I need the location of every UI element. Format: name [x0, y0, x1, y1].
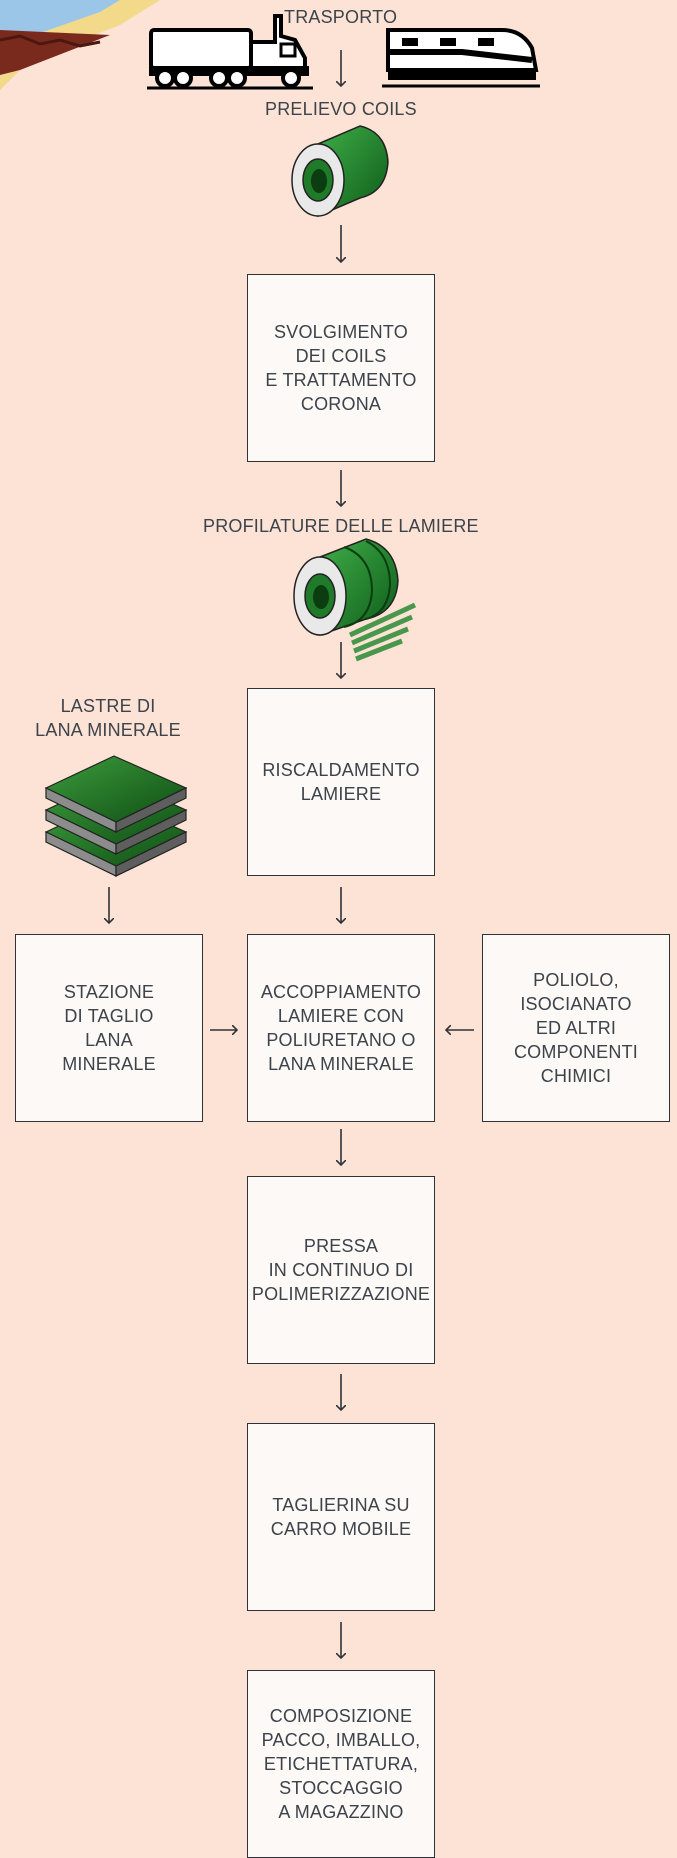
truck-icon: [147, 14, 313, 90]
box-composizione-text: COMPOSIZIONE PACCO, IMBALLO, ETICHETTATU…: [261, 1706, 421, 1822]
lastre-label: LASTRE DI LANA MINERALE: [35, 696, 181, 740]
box-stazione-text: STAZIONE DI TAGLIO LANA MINERALE: [62, 982, 156, 1074]
roof-panel-icon: [0, 0, 160, 90]
coil-icon: [291, 125, 389, 218]
box-riscaldamento: RISCALDAMENTO LAMIERE: [247, 688, 435, 876]
box-accoppiamento: ACCOPPIAMENTO LAMIERE CON POLIURETANO O …: [247, 934, 435, 1122]
wool-slabs-icon: [44, 755, 188, 877]
profilature-label: PROFILATURE DELLE LAMIERE: [203, 516, 479, 536]
box-poliolo: POLIOLO, ISOCIANATO ED ALTRI COMPONENTI …: [482, 934, 670, 1122]
box-svolgimento: SVOLGIMENTO DEI COILS E TRATTAMENTO CORO…: [247, 274, 435, 462]
box-accoppiamento-text: ACCOPPIAMENTO LAMIERE CON POLIURETANO O …: [260, 982, 422, 1074]
box-svolgimento-text: SVOLGIMENTO DEI COILS E TRATTAMENTO CORO…: [265, 322, 417, 414]
trasporto-label: TRASPORTO: [284, 7, 398, 27]
box-taglierina: TAGLIERINA SU CARRO MOBILE: [247, 1423, 435, 1611]
box-pressa-text: PRESSA IN CONTINUO DI POLIMERIZZAZIONE: [251, 1236, 431, 1304]
box-riscaldamento-text: RISCALDAMENTO LAMIERE: [262, 760, 420, 804]
profiled-coil-icon: [293, 538, 417, 662]
box-pressa: PRESSA IN CONTINUO DI POLIMERIZZAZIONE: [247, 1176, 435, 1364]
box-composizione: COMPOSIZIONE PACCO, IMBALLO, ETICHETTATU…: [247, 1670, 435, 1858]
box-stazione-taglio: STAZIONE DI TAGLIO LANA MINERALE: [15, 934, 203, 1122]
box-poliolo-text: POLIOLO, ISOCIANATO ED ALTRI COMPONENTI …: [513, 970, 638, 1086]
box-taglierina-text: TAGLIERINA SU CARRO MOBILE: [270, 1495, 412, 1539]
train-icon: [382, 28, 540, 88]
prelievo-coils-label: PRELIEVO COILS: [265, 99, 417, 119]
